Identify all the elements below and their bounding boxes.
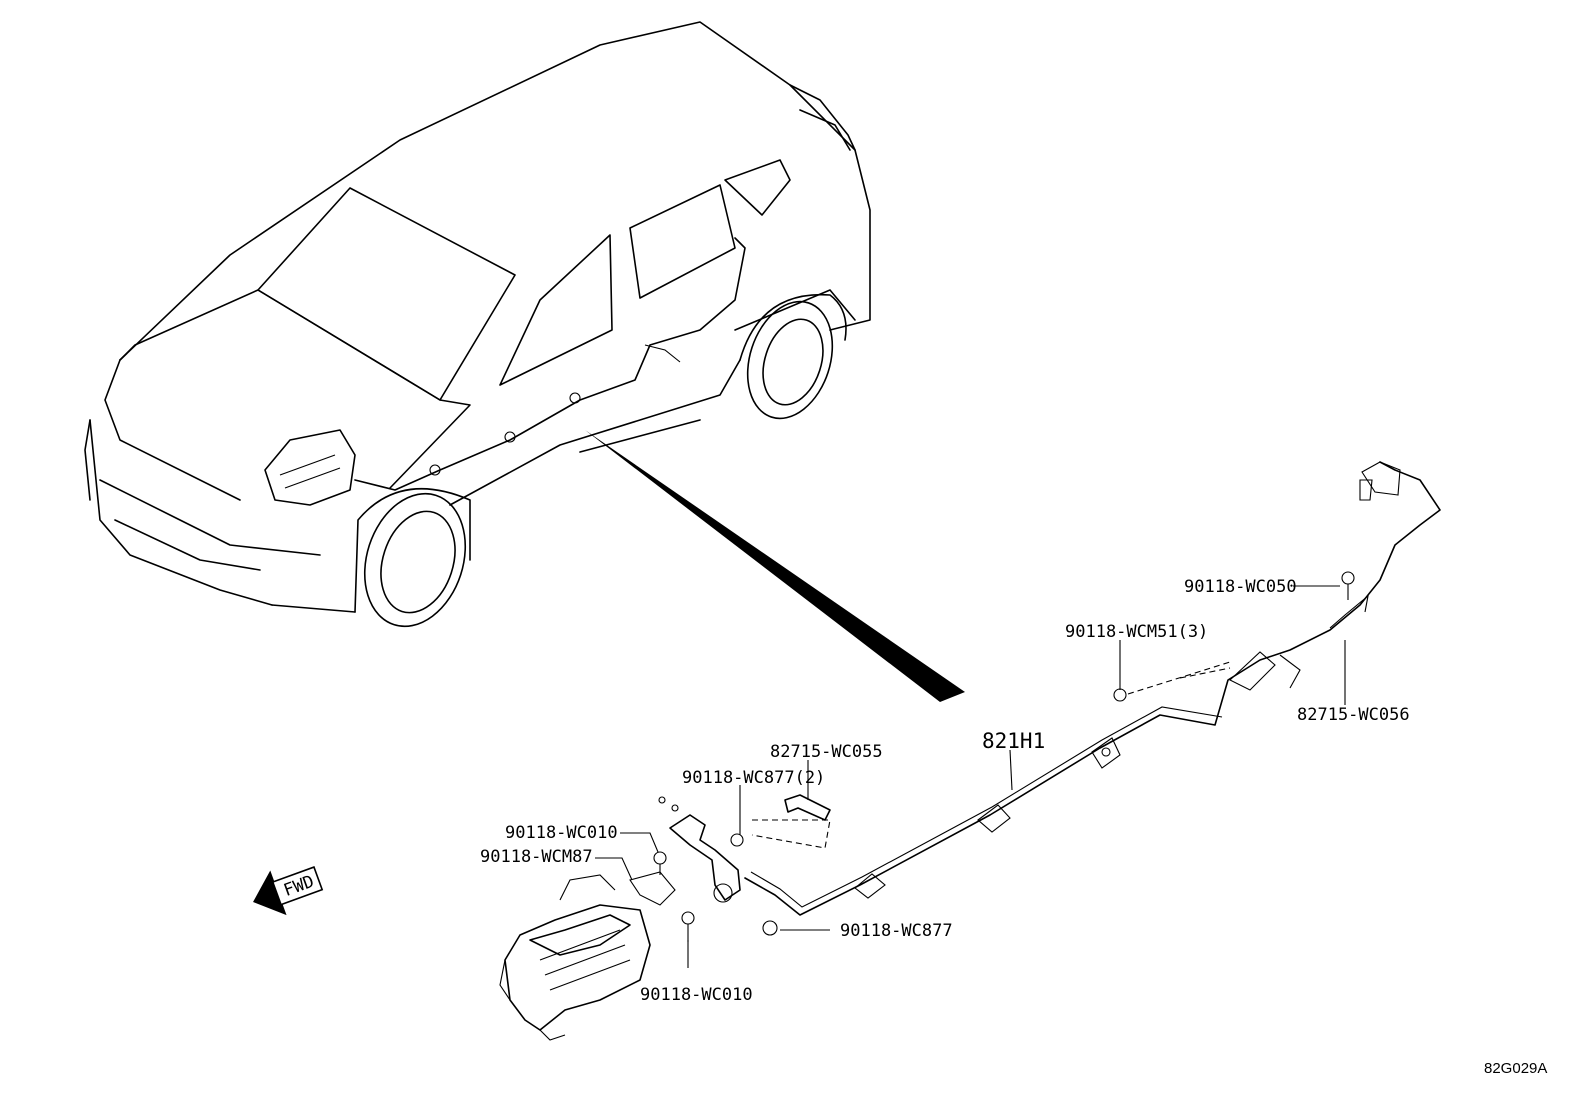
label-part-82715-wc055: 82715-WC055	[770, 742, 883, 762]
fastener-wc877-2	[730, 833, 744, 847]
label-part-90118-wc877: 90118-WC877	[840, 921, 953, 941]
label-harness-821h1: 821H1	[982, 729, 1045, 753]
figure-reference: 82G029A	[1484, 1060, 1547, 1077]
label-part-90118-wc877-2: 90118-WC877(2)	[682, 768, 825, 788]
label-part-90118-wc050: 90118-WC050	[1184, 577, 1297, 597]
label-part-90118-wcm51: 90118-WCM51(3)	[1065, 622, 1208, 642]
fastener-wc010-top	[653, 851, 667, 875]
fastener-wcm51	[1113, 661, 1231, 702]
harness-assembly	[744, 461, 1441, 916]
bracket-assembly	[629, 794, 831, 906]
label-part-90118-wc010-bottom: 90118-WC010	[640, 985, 753, 1005]
label-part-82715-wc056: 82715-WC056	[1297, 705, 1410, 725]
vehicle-outline	[84, 21, 871, 628]
label-part-90118-wcm87: 90118-WCM87	[480, 847, 593, 867]
leader-lines	[595, 585, 1346, 968]
fastener-wc010-bottom	[681, 911, 695, 942]
label-part-90118-wc010-top: 90118-WC010	[505, 823, 618, 843]
engine-unit	[499, 874, 651, 1041]
callout-wedge	[585, 430, 965, 702]
fastener-wc050	[1341, 571, 1355, 600]
fwd-arrow: FWD	[253, 866, 324, 916]
fastener-wc877	[762, 920, 778, 936]
fwd-label: FWD	[281, 872, 317, 901]
